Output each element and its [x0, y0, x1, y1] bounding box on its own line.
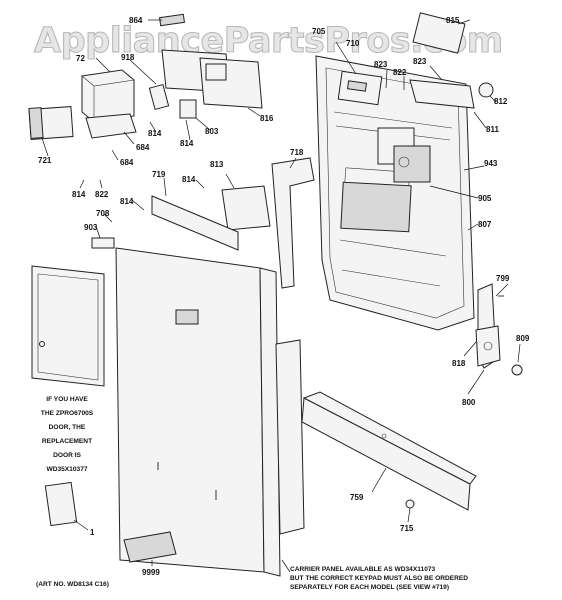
callout-814-lower: 814 [120, 197, 134, 206]
callout-918: 918 [121, 53, 135, 62]
callout-labels: 864 815 705 710 72 918 823 822 823 812 8… [38, 16, 530, 577]
leader-lines [41, 19, 521, 573]
callout-814-middle: 814 [180, 139, 194, 148]
callout-803: 803 [205, 127, 219, 136]
callout-684-lower: 684 [120, 158, 134, 167]
hinge-assembly [475, 283, 523, 376]
callout-9999: 9999 [142, 568, 160, 577]
callout-814-right: 814 [182, 175, 196, 184]
callout-719: 719 [152, 170, 166, 179]
callout-72: 72 [76, 54, 85, 63]
carrier-note-line-2: BUT THE CORRECT KEYPAD MUST ALSO BE ORDE… [290, 575, 468, 582]
callout-822-top: 822 [393, 68, 407, 77]
callout-1: 1 [90, 528, 95, 537]
callout-715: 715 [400, 524, 414, 533]
callout-807: 807 [478, 220, 492, 229]
door-note: IF YOU HAVE THE ZPRO6700S DOOR, THE REPL… [41, 396, 94, 473]
hardware [44, 237, 415, 563]
toe-kick [301, 391, 477, 511]
callout-864: 864 [129, 16, 143, 25]
callout-721: 721 [38, 156, 52, 165]
inner-door-panel [315, 55, 475, 331]
callout-811: 811 [486, 125, 499, 134]
vent-and-control-parts [28, 12, 494, 289]
door-note-line-3: DOOR, THE [49, 424, 86, 431]
callout-799: 799 [496, 274, 510, 283]
callout-905: 905 [478, 194, 492, 203]
callout-816: 816 [260, 114, 274, 123]
callout-705: 705 [312, 27, 326, 36]
callout-718: 718 [290, 148, 304, 157]
callout-809: 809 [516, 334, 530, 343]
door-note-line-4: REPLACEMENT [42, 438, 92, 445]
callout-813: 813 [210, 160, 224, 169]
callout-800: 800 [462, 398, 476, 407]
callout-903: 903 [84, 223, 98, 232]
carrier-note-line-1: CARRIER PANEL AVAILABLE AS WD34X11073 [290, 566, 436, 573]
callout-812: 812 [494, 97, 508, 106]
callout-823-right: 823 [413, 57, 427, 66]
callout-823-left: 823 [374, 60, 388, 69]
callout-943: 943 [484, 159, 498, 168]
callout-708: 708 [96, 209, 110, 218]
carrier-note: CARRIER PANEL AVAILABLE AS WD34X11073 BU… [290, 566, 468, 591]
callout-818: 818 [452, 359, 466, 368]
door-note-line-1: IF YOU HAVE [46, 396, 88, 403]
door-note-line-2: THE ZPRO6700S [41, 410, 94, 417]
door-note-line-5: DOOR IS [53, 452, 81, 459]
callout-814-upper: 814 [148, 129, 162, 138]
carrier-note-line-3: SEPARATELY FOR EACH MODEL (SEE VIEW #719… [290, 584, 449, 591]
outer-door [115, 195, 305, 577]
art-number: (ART NO. WD8134 C16) [36, 581, 109, 588]
callout-759: 759 [350, 493, 364, 502]
replacement-door [31, 265, 105, 387]
callout-710: 710 [346, 39, 360, 48]
callout-815: 815 [446, 16, 460, 25]
door-note-line-6: WD35X10377 [46, 466, 87, 473]
callout-684-upper: 684 [136, 143, 150, 152]
callout-814-left: 814 [72, 190, 86, 199]
callout-822-left: 822 [95, 190, 109, 199]
